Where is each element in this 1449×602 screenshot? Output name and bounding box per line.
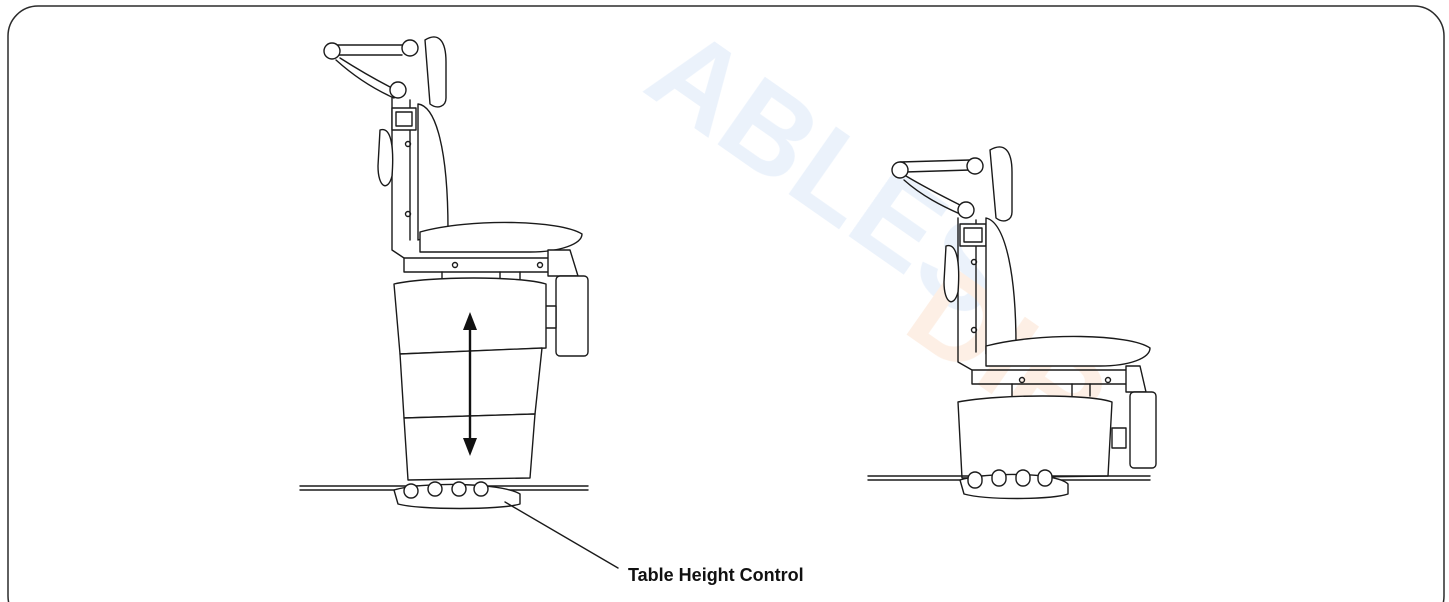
callout-leader-line: [504, 501, 619, 569]
chair-raised: [299, 36, 619, 569]
chair-lowered: [867, 146, 1157, 500]
figure-border: [7, 5, 1445, 602]
callout-label: Table Height Control: [628, 565, 804, 585]
